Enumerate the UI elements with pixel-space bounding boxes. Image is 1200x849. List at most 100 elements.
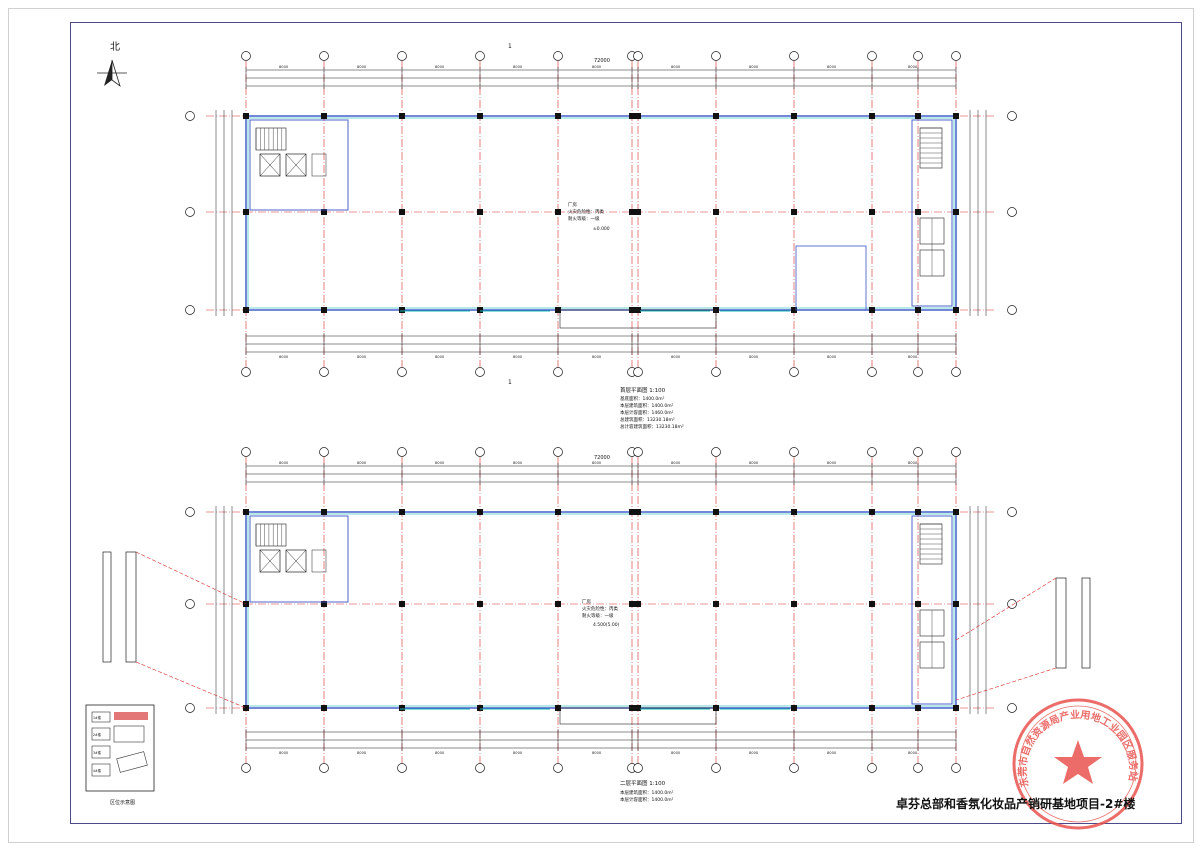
bottom-axis-h-bubble-right-2 [1007, 703, 1017, 713]
bottom-canopy [559, 707, 717, 725]
bottom-axis-h-bubble-left-2 [185, 703, 195, 713]
bottom-axis-bubble-bottom-1 [319, 763, 329, 773]
top-axis-bubble-bottom-10 [913, 367, 923, 377]
bottom-bottom-span-dim-5: 8000 [671, 751, 681, 755]
top-axis-h-bubble-left-1 [185, 207, 195, 217]
top-axis-bubble-top-1 [319, 51, 329, 61]
top-top-span-dim-0: 8000 [279, 65, 289, 69]
plan-bottom-area-0: 本层建筑面积：1400.0m² [620, 789, 674, 796]
bottom-right-detail [1055, 577, 1067, 669]
bottom-column-11-0 [953, 509, 959, 515]
bottom-left-leader-1 [135, 551, 247, 605]
top-top-span-dim-7: 8000 [827, 65, 837, 69]
bottom-bottom-span-dim-3: 8000 [513, 751, 523, 755]
top-column-0-0 [243, 113, 249, 119]
bottom-column-4-2 [555, 705, 561, 711]
bottom-top-span-dim-6: 8000 [749, 461, 759, 465]
bottom-right-core [911, 515, 953, 705]
top-axis-h-bubble-left-2 [185, 305, 195, 315]
top-column-4-0 [555, 113, 561, 119]
bottom-bottom-span-dim-0: 8000 [279, 751, 289, 755]
bottom-shaft [311, 549, 327, 573]
plan-top-fire-rating: 耐火等级：一级 [568, 215, 600, 222]
top-axis-bubble-bottom-7 [711, 367, 721, 377]
top-top-span-dim-4: 8000 [592, 65, 602, 69]
top-axis-bubble-bottom-4 [553, 367, 563, 377]
plan-top-title: 首层平面图 1:100 [620, 386, 666, 394]
section-mark-bottom: 1 [508, 379, 512, 386]
bottom-axis-bubble-top-0 [241, 447, 251, 457]
top-column-8-0 [791, 113, 797, 119]
top-elevator-2-x2 [285, 153, 307, 177]
plan-top-area-0: 基底面积：1400.0m² [620, 395, 665, 402]
top-column-4-2 [555, 307, 561, 313]
top-column-9-2 [869, 307, 875, 313]
bottom-elevator-1-x2 [259, 549, 281, 573]
bottom-column-9-1 [869, 601, 875, 607]
top-bottom-span-dim-2: 8000 [435, 355, 445, 359]
plan-top-area-4: 总计容建筑面积：13230.18m² [620, 423, 684, 430]
top-right-core [911, 119, 953, 307]
bottom-axis-h-bubble-right-0 [1007, 507, 1017, 517]
top-column-1-1 [321, 209, 327, 215]
top-bottom-span-dim-1: 8000 [357, 355, 367, 359]
top-column-5-0 [629, 113, 635, 119]
top-column-2-1 [399, 209, 405, 215]
top-column-6-1 [635, 209, 641, 215]
bottom-bottom-span-dim-2: 8000 [435, 751, 445, 755]
top-column-2-2 [399, 307, 405, 313]
bottom-axis-bubble-bottom-7 [711, 763, 721, 773]
north-arrow-icon: 北 [97, 41, 127, 88]
bottom-top-span-dim-5: 8000 [671, 461, 681, 465]
key-plan-title: 区位示意图 [110, 799, 135, 806]
bottom-top-span-dim-4: 8000 [592, 461, 602, 465]
bottom-right-leader-2 [955, 667, 1057, 701]
bottom-column-4-1 [555, 601, 561, 607]
plan-bottom-room-label: 厂房 [582, 598, 591, 605]
bottom-axis-bubble-top-7 [711, 447, 721, 457]
top-inner-room [795, 245, 867, 311]
top-axis-h-bubble-right-0 [1007, 111, 1017, 121]
bottom-right-leader-1 [955, 577, 1057, 641]
top-axis-bubble-bottom-8 [789, 367, 799, 377]
bottom-axis-bubble-top-4 [553, 447, 563, 457]
top-column-3-2 [477, 307, 483, 313]
top-stair-left [255, 127, 287, 151]
bottom-top-span-dim-7: 8000 [827, 461, 837, 465]
top-column-0-1 [243, 209, 249, 215]
top-entrance-canopy [559, 309, 717, 329]
bottom-column-3-2 [477, 705, 483, 711]
bottom-axis-bubble-top-8 [789, 447, 799, 457]
top-column-11-0 [953, 113, 959, 119]
top-column-10-0 [915, 113, 921, 119]
top-column-6-0 [635, 113, 641, 119]
bottom-bottom-span-dim-8: 8000 [908, 751, 918, 755]
top-column-3-0 [477, 113, 483, 119]
top-axis-bubble-bottom-9 [867, 367, 877, 377]
key-plan-label-0: 1#楼 [93, 715, 102, 720]
section-mark-top: 1 [508, 43, 512, 50]
bottom-column-4-0 [555, 509, 561, 515]
key-plan-label-3: 4#楼 [93, 768, 102, 773]
project-title: 卓芬总部和香氛化妆品产销研基地项目-2#楼 [896, 797, 1136, 811]
top-bottom-span-dim-4: 8000 [592, 355, 602, 359]
bottom-elevator-2 [285, 549, 307, 573]
bottom-elevator-2-x2 [285, 549, 307, 573]
bottom-bottom-span-dim-7: 8000 [827, 751, 837, 755]
top-axis-bubble-top-8 [789, 51, 799, 61]
top-left-core [249, 119, 349, 211]
bottom-column-5-1 [629, 601, 635, 607]
sheet-inner-border [70, 22, 1182, 824]
bottom-axis-bubble-bottom-10 [913, 763, 923, 773]
first-floor-plan: 8000800080008000800080008000800080008000… [185, 51, 1017, 377]
plan-top-room-label: 厂房 [568, 201, 577, 208]
bottom-axis-bubble-bottom-9 [867, 763, 877, 773]
bottom-top-span-dim-8: 8000 [908, 461, 918, 465]
top-axis-h-bubble-right-2 [1007, 305, 1017, 315]
bottom-axis-bubble-bottom-0 [241, 763, 251, 773]
bottom-column-2-2 [399, 705, 405, 711]
bottom-column-6-1 [635, 601, 641, 607]
top-column-11-1 [953, 209, 959, 215]
